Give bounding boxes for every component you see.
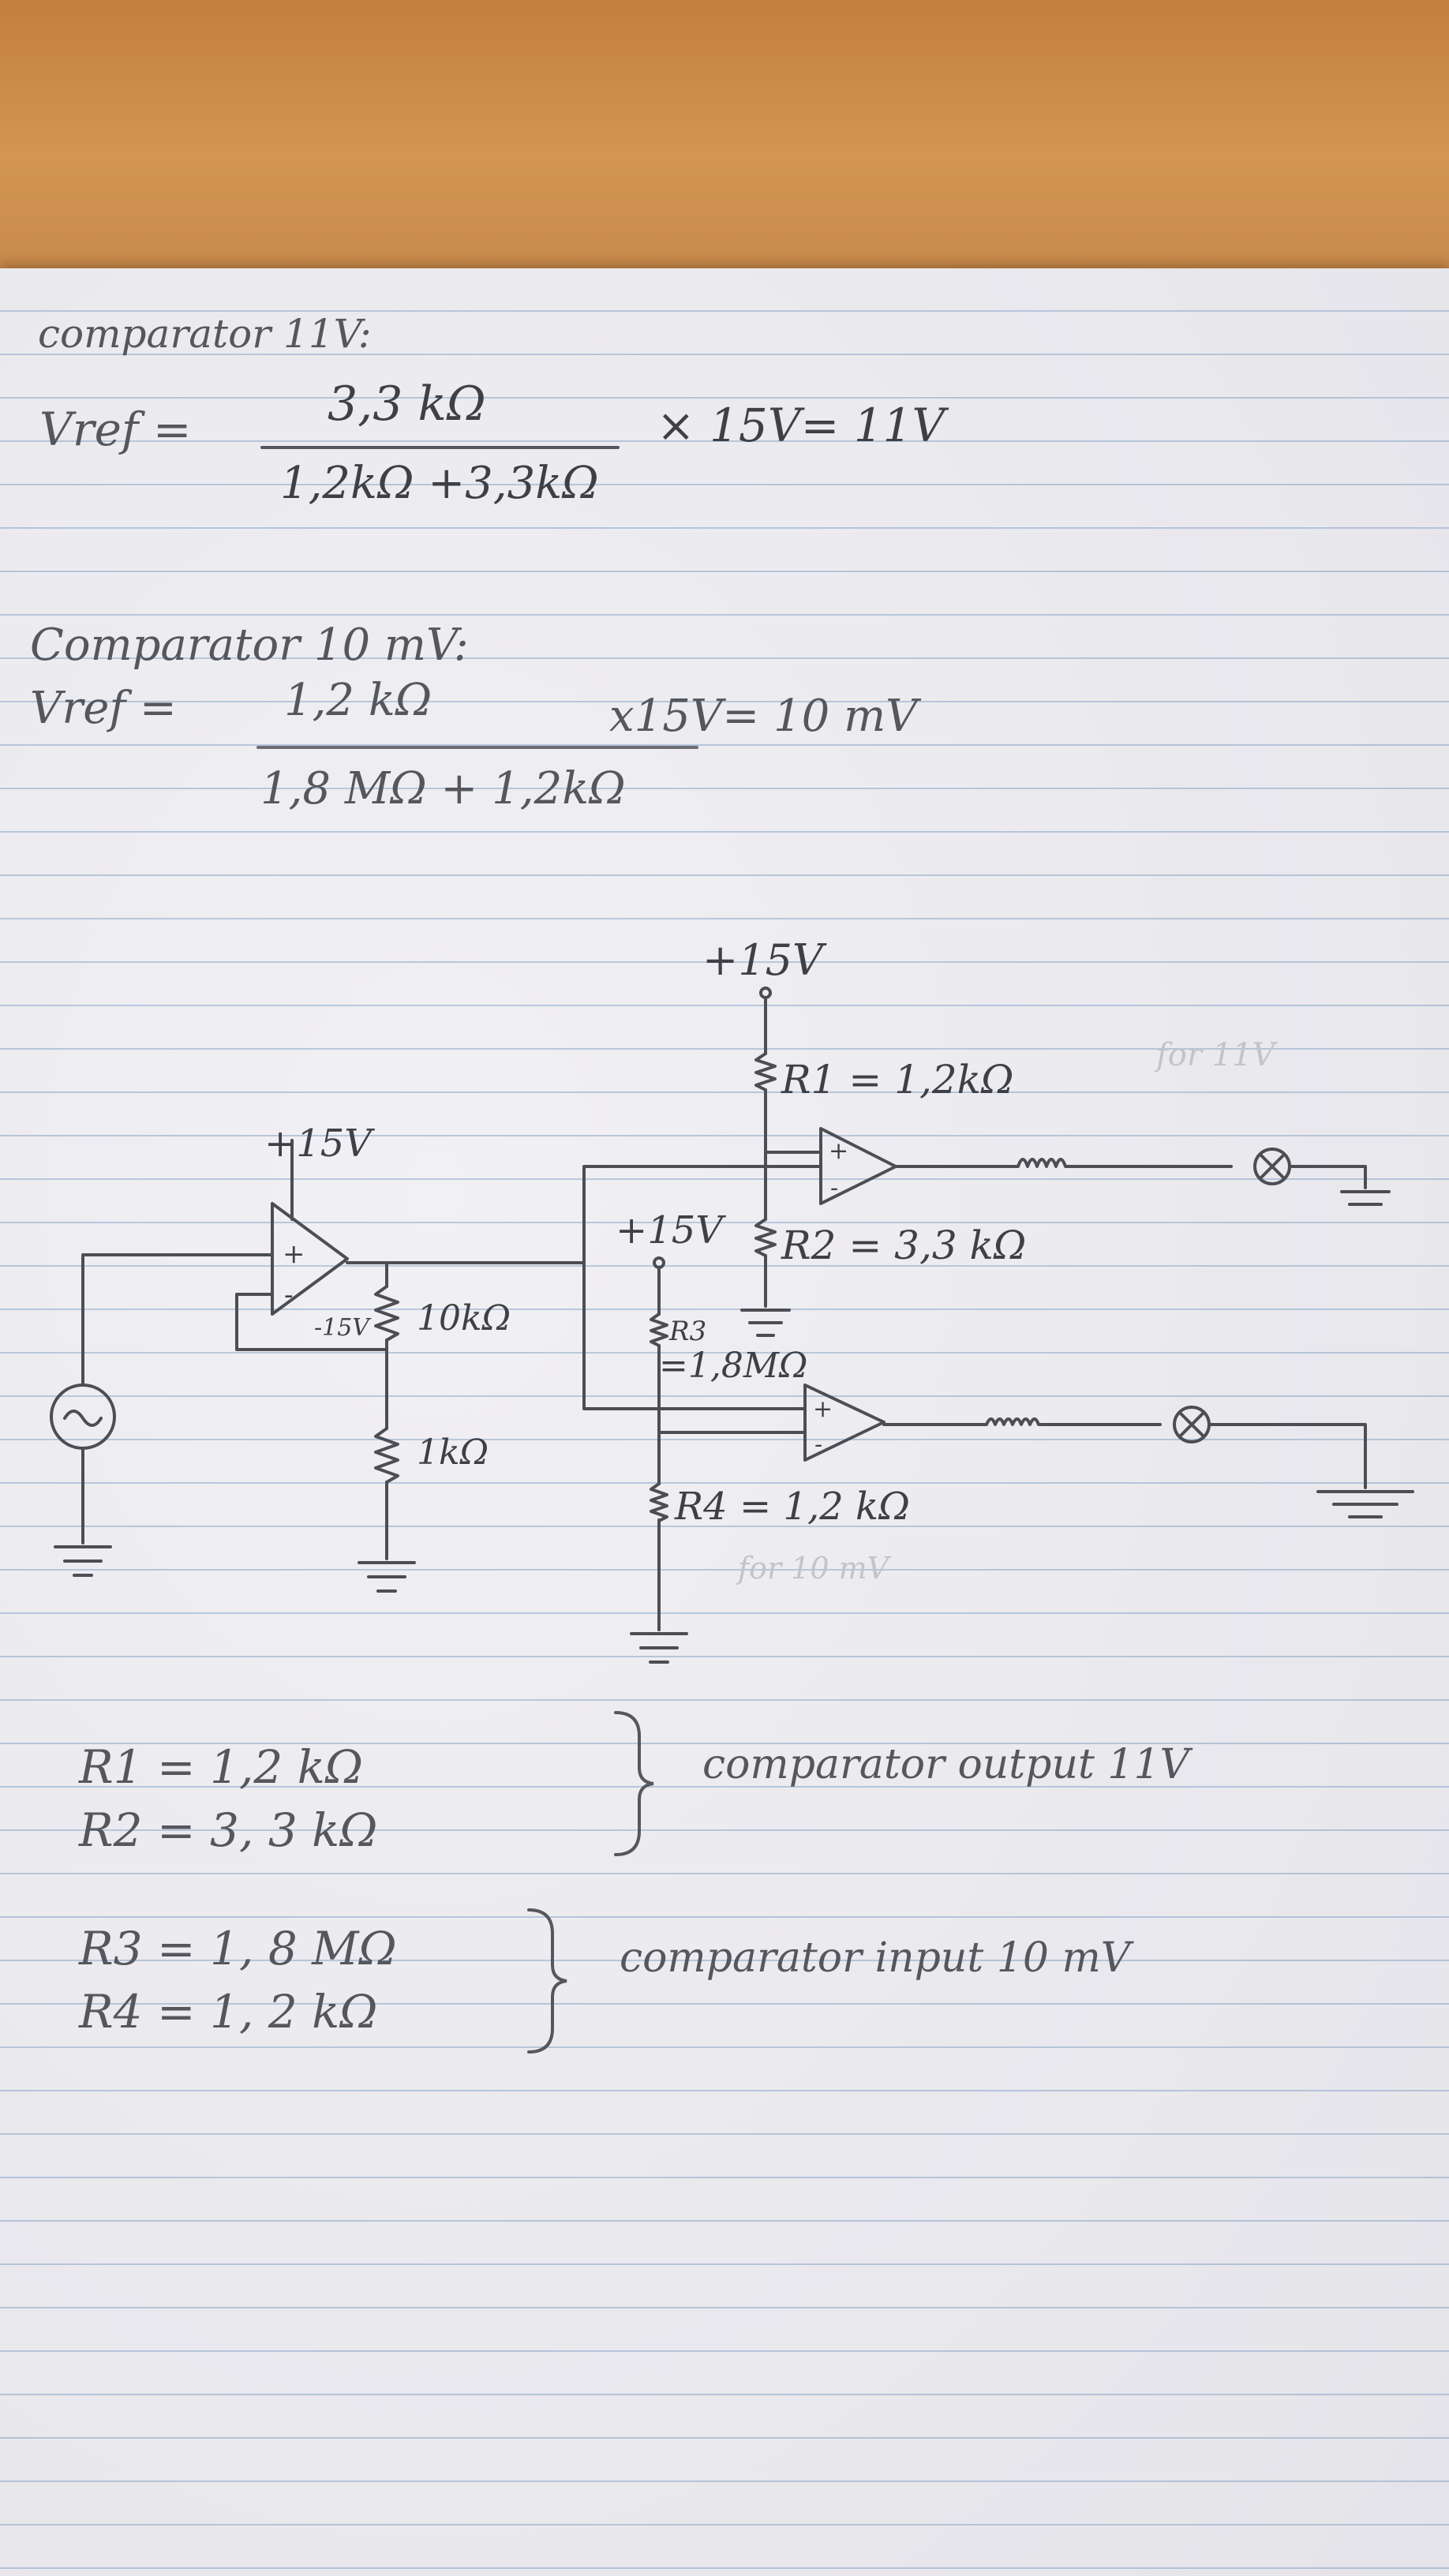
summary-r1: R1 = 1,2 kΩ [79, 1740, 363, 1794]
top-output-resistor [894, 1158, 1233, 1168]
summary-r4: R4 = 1, 2 kΩ [79, 1985, 378, 2039]
comparator-bottom-opamp [803, 1383, 886, 1462]
vref2-numerator: 1,2 kΩ [284, 675, 432, 726]
r-feedback-10k-label: 10kΩ [417, 1298, 511, 1339]
resistor-10k [374, 1285, 399, 1342]
resistor-r1 [754, 1052, 777, 1091]
comp-bottom-plus: + [813, 1395, 833, 1423]
vref1-denominator: 1,2kΩ +3,3kΩ [280, 458, 599, 509]
resistor-r3 [650, 1312, 668, 1347]
bus-to-bottom-comparator [582, 1261, 807, 1410]
top-output-ground-wire [1288, 1165, 1367, 1189]
buffer-plus-sign: + [283, 1238, 305, 1270]
r4-note: for 10 mV [736, 1551, 892, 1586]
bus-to-top-comparator [582, 1165, 822, 1264]
summary-desc-output: comparator output 11V [702, 1741, 1190, 1788]
r1-note: for 11V [1154, 1037, 1279, 1073]
vref1-numerator: 3,3 kΩ [328, 376, 486, 432]
vref2-denominator: 1,8 MΩ + 1,2kΩ [260, 763, 626, 814]
r-feedback-1k-label: 1kΩ [417, 1432, 489, 1473]
vref2-result: x15V= 10 mV [609, 691, 918, 742]
bottom-output-ground-wire [1208, 1423, 1367, 1489]
r1-label: R1 = 1,2kΩ [781, 1057, 1013, 1103]
feedback-wire [235, 1293, 388, 1351]
bottom-output-resistor [882, 1417, 1162, 1426]
vref1-fraction-bar [260, 446, 620, 449]
resistor-r4 [650, 1482, 668, 1522]
comp-top-plus: + [829, 1137, 848, 1165]
comp-bottom-minus: - [814, 1431, 822, 1458]
source-to-input-wire [81, 1253, 274, 1387]
vref2-fraction-bar [256, 746, 698, 749]
neg-supply-label: -15V [314, 1314, 372, 1342]
buffer-minus-sign: - [284, 1279, 294, 1311]
r4-label: R4 = 1,2 kΩ [674, 1485, 910, 1529]
summary-r3: R3 = 1, 8 MΩ [79, 1922, 397, 1975]
summary-r2: R2 = 3, 3 kΩ [79, 1803, 378, 1857]
brace-icon [527, 1908, 567, 2054]
comp-top-minus: - [830, 1174, 838, 1202]
resistor-r2 [754, 1218, 777, 1257]
supply-mid-label: +15V [616, 1208, 726, 1252]
vref1-result: × 15V= 11V [657, 399, 945, 452]
r3-label: R3 [668, 1316, 706, 1347]
vref2-label: Vref = [30, 683, 177, 734]
supply-left-label: +15V [264, 1121, 375, 1166]
section2-title: Comparator 10 mV: [30, 620, 469, 671]
sine-wave-icon [63, 1410, 103, 1427]
brace-icon [614, 1711, 654, 1856]
r2-label: R2 = 3,3 kΩ [781, 1222, 1026, 1268]
r3-value: =1,8MΩ [659, 1346, 807, 1386]
supply-top-label: +15V [702, 935, 827, 985]
vref1-label: Vref = [39, 402, 192, 456]
resistor-1k [374, 1427, 399, 1484]
comparator-top-opamp [819, 1127, 897, 1205]
summary-desc-input: comparator input 10 mV [620, 1934, 1131, 1982]
section1-title: comparator 11V: [38, 311, 372, 357]
buffer-opamp [271, 1202, 349, 1316]
